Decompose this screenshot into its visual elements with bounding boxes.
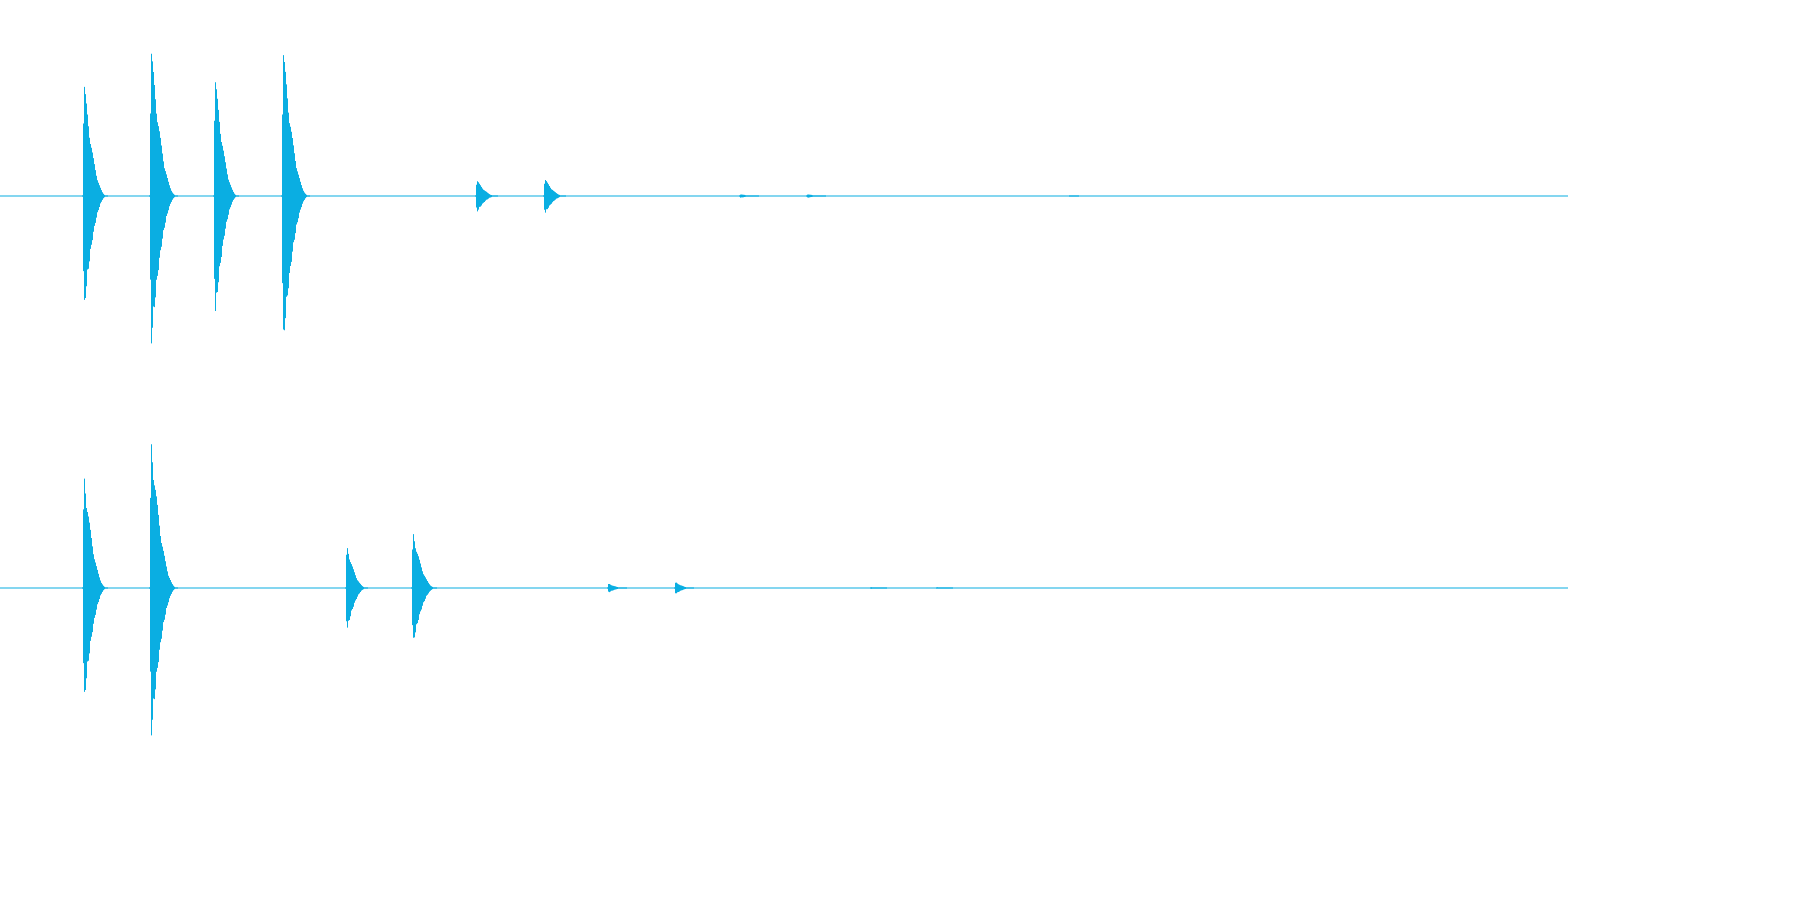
- channel-2-burst-1: [82, 478, 108, 692]
- channel-2-burst-2: [149, 444, 178, 736]
- channel-1-burst-4: [281, 55, 310, 331]
- channel-1-burst-7: [739, 194, 759, 198]
- waveform-view: [0, 53, 1568, 736]
- channel-1-waveform: [0, 53, 1568, 344]
- channel-1-burst-3: [213, 82, 239, 311]
- channel-1-burst-5: [475, 181, 498, 212]
- channel-2-burst-6: [674, 582, 694, 594]
- channel-1-burst-1: [82, 86, 108, 300]
- channel-1-burst-9: [1069, 195, 1079, 197]
- channel-2-burst-7: [870, 587, 887, 589]
- channel-1-burst-2: [149, 53, 178, 344]
- channel-2-burst-3: [345, 548, 368, 628]
- channel-1-burst-8: [806, 194, 826, 198]
- channel-2-burst-5: [607, 584, 627, 593]
- channel-2-waveform: [0, 444, 1568, 736]
- channel-1-burst-6: [543, 180, 566, 213]
- channel-2-burst-8: [936, 587, 953, 589]
- channel-2-burst-4: [411, 534, 437, 638]
